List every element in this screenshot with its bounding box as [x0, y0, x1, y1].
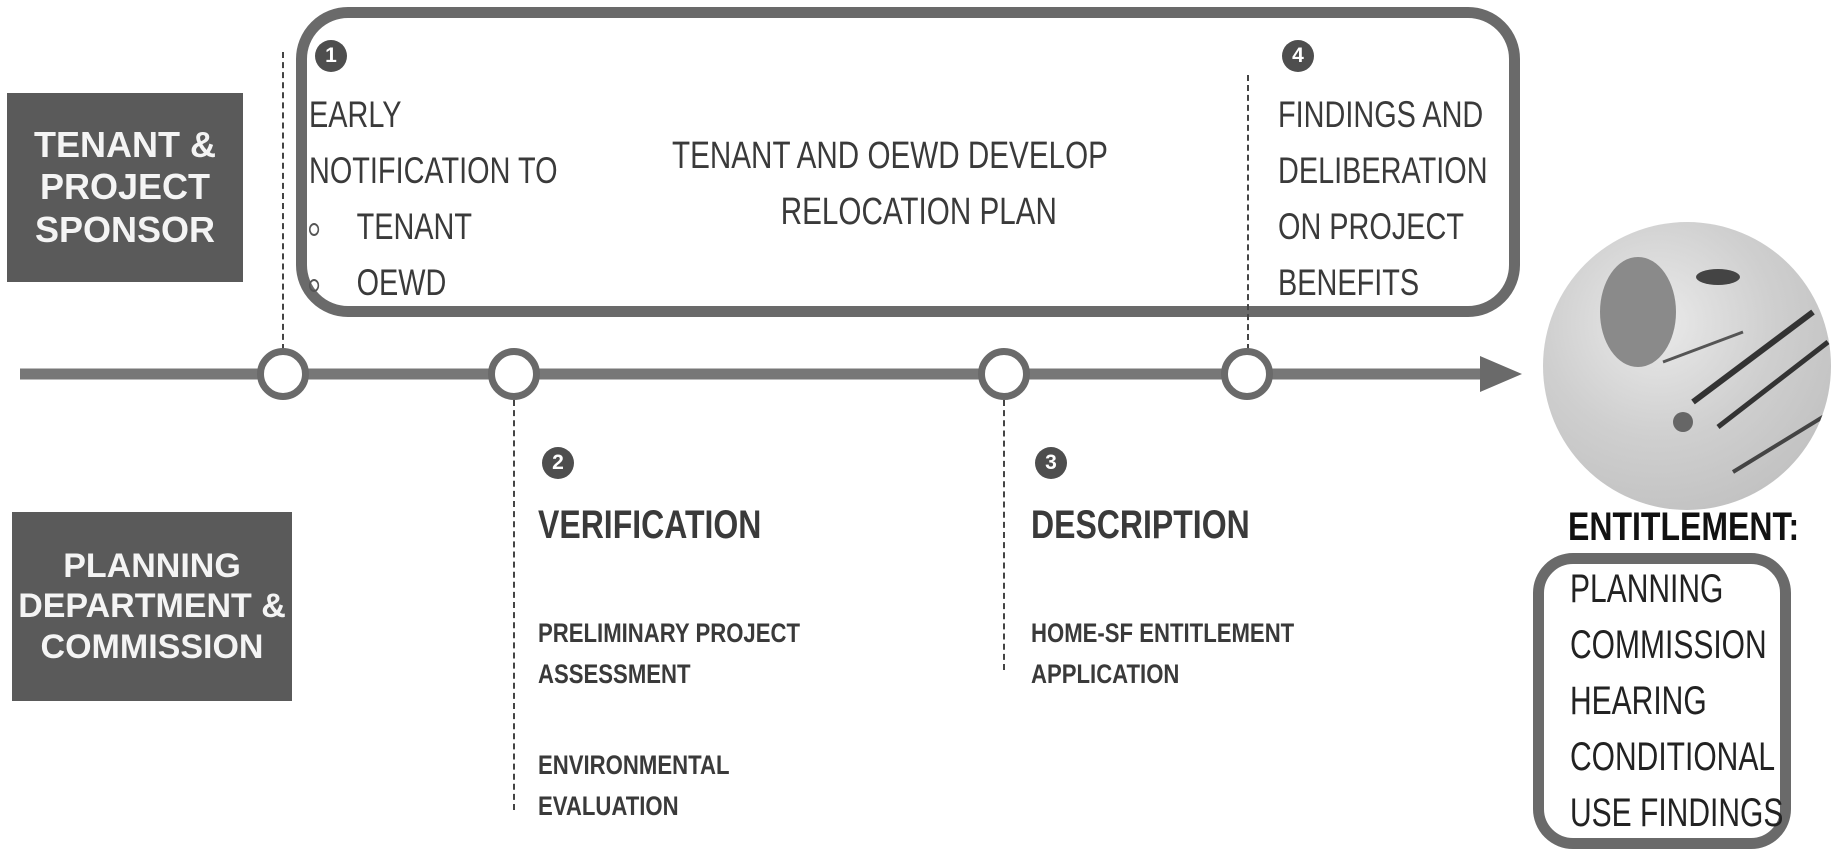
- entitlement-line-1: PLANNING: [1570, 567, 1724, 611]
- relocation-line-2: RELOCATION PLAN: [780, 191, 1057, 233]
- timeline-node-1: [257, 348, 309, 400]
- connector-step4: [1247, 75, 1249, 350]
- step3-item1-line-2: APPLICATION: [1031, 659, 1180, 689]
- planning-line-2: DEPARTMENT &: [18, 587, 286, 626]
- step4-line-3: ON PROJECT: [1278, 206, 1465, 247]
- step-number-4: 4: [1282, 40, 1314, 72]
- step-number-2: 2: [542, 447, 574, 479]
- step-number-3: 3: [1035, 447, 1067, 479]
- step3-title: DESCRIPTION: [1031, 503, 1250, 547]
- step2-title: VERIFICATION: [538, 503, 762, 547]
- step4-text: FINDINGS AND DELIBERATION ON PROJECT BEN…: [1278, 87, 1488, 311]
- entitlement-list: PLANNING COMMISSION HEARING CONDITIONAL …: [1570, 561, 1831, 841]
- relocation-line-1: TENANT AND OEWD DEVELOP: [672, 135, 1108, 177]
- step2-item2-line-2: EVALUATION: [538, 791, 679, 821]
- timeline-node-3: [978, 348, 1030, 400]
- tenant-sponsor-label-box: TENANT & PROJECT SPONSOR: [7, 93, 243, 282]
- bullet-icon: [309, 222, 320, 236]
- step2-item1-line-1: PRELIMINARY PROJECT: [538, 618, 801, 648]
- entitlement-title: ENTITLEMENT:: [1568, 505, 1800, 549]
- tenant-line-1: TENANT &: [34, 123, 216, 165]
- step2-item2-line-1: ENVIRONMENTAL: [538, 750, 730, 780]
- step2-item1-line-2: ASSESSMENT: [538, 659, 691, 689]
- planning-line-1: PLANNING: [63, 547, 241, 586]
- step1-line-1: EARLY: [309, 94, 402, 135]
- relocation-plan-note: TENANT AND OEWD DEVELOP RELOCATION PLAN: [672, 128, 1108, 240]
- entitlement-line-5: USE FINDINGS: [1570, 791, 1784, 835]
- step3-item1-line-1: HOME-SF ENTITLEMENT: [1031, 618, 1295, 648]
- tenant-line-3: SPONSOR: [34, 208, 216, 250]
- timeline-node-2: [488, 348, 540, 400]
- tenant-process-panel: [296, 7, 1520, 317]
- entitlement-line-2: COMMISSION: [1570, 623, 1767, 667]
- planning-line-3: COMMISSION: [40, 627, 264, 666]
- step1-text: EARLY NOTIFICATION TO TENANT OEWD: [309, 87, 558, 311]
- step1-line-2: NOTIFICATION TO: [309, 150, 558, 191]
- entitlement-line-3: HEARING: [1570, 679, 1707, 723]
- entitlement-box: [1533, 553, 1791, 849]
- tenant-line-2: PROJECT: [39, 166, 211, 208]
- bullet-icon: [309, 278, 320, 292]
- step4-line-1: FINDINGS AND: [1278, 94, 1484, 135]
- step4-line-4: BENEFITS: [1278, 262, 1420, 303]
- step1-bullet-tenant: TENANT: [309, 199, 558, 255]
- step2-item-1: PRELIMINARY PROJECT ASSESSMENT: [538, 613, 800, 695]
- connector-step2: [513, 400, 515, 810]
- connector-step3: [1003, 400, 1005, 670]
- step1-bullet-oewd: OEWD: [309, 255, 558, 311]
- entitlement-illustration: [1543, 222, 1831, 510]
- planning-commission-label-box: PLANNING DEPARTMENT & COMMISSION: [12, 512, 292, 701]
- step-number-1: 1: [315, 40, 347, 72]
- step3-item-1: HOME-SF ENTITLEMENT APPLICATION: [1031, 613, 1294, 695]
- connector-step1: [282, 52, 284, 350]
- entitlement-line-4: CONDITIONAL: [1570, 735, 1776, 779]
- step2-item-2: ENVIRONMENTAL EVALUATION: [538, 745, 729, 827]
- tools-sketch-icon: [1600, 257, 1831, 474]
- step4-line-2: DELIBERATION: [1278, 150, 1488, 191]
- timeline-node-4: [1221, 348, 1273, 400]
